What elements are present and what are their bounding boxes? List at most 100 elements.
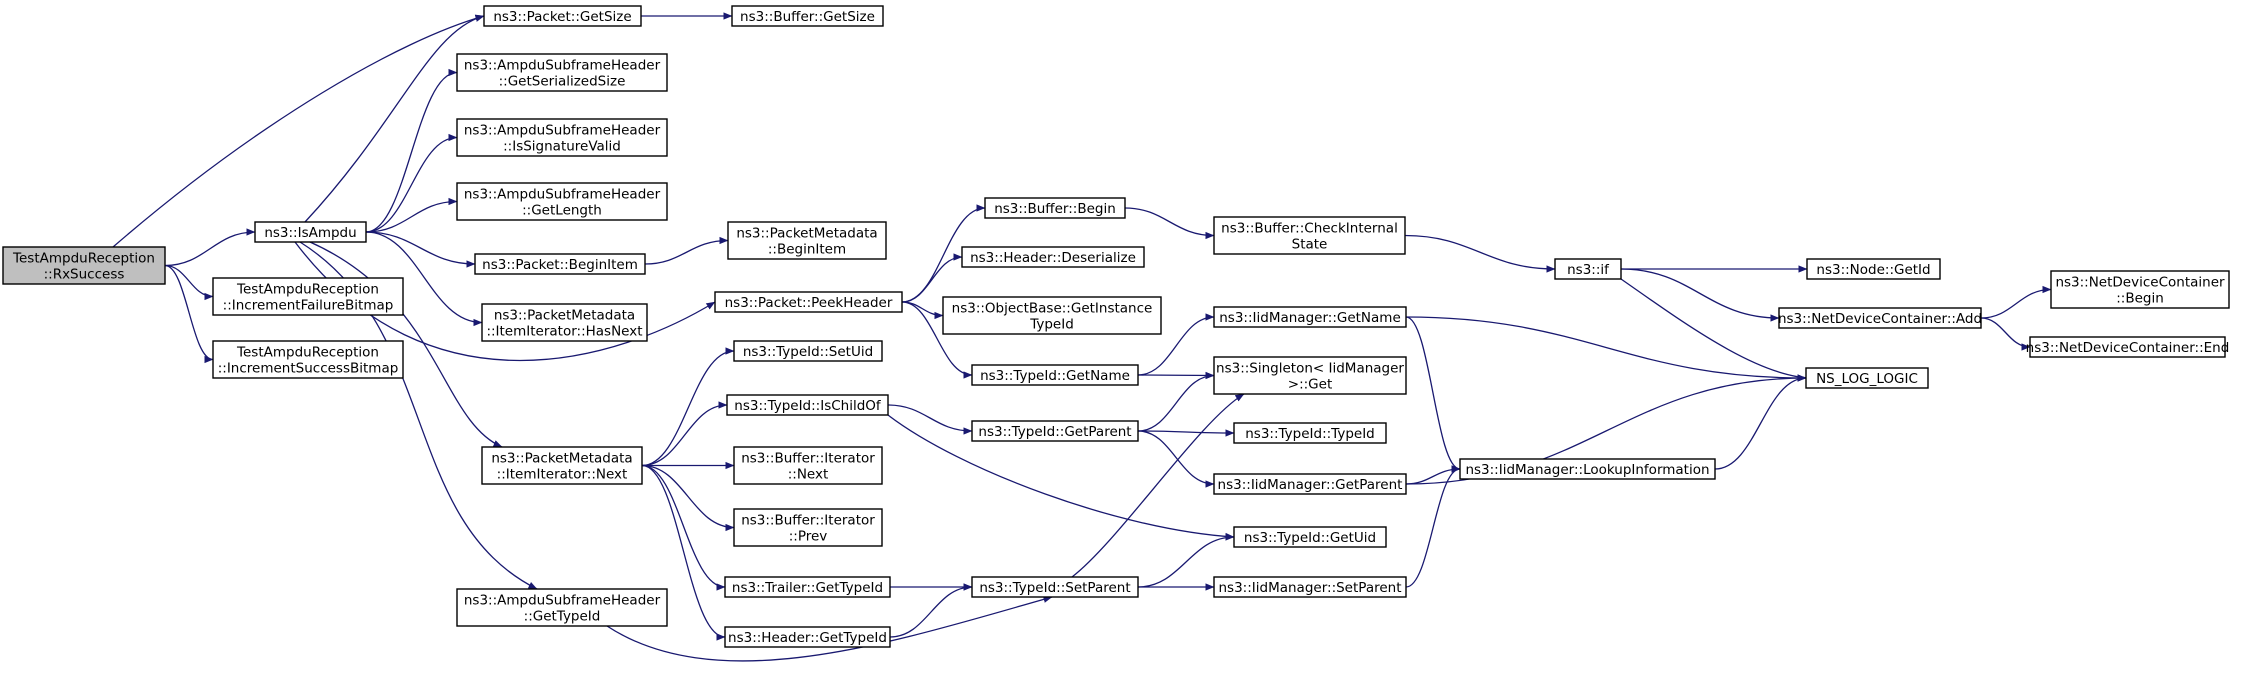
node-ns3-packet-getsize[interactable]: ns3::Packet::GetSize <box>483 5 642 27</box>
node-ns3-ampdusubframeheader-getserializedsize[interactable]: ns3::AmpduSubframeHeader::GetSerializedS… <box>456 53 668 92</box>
node-ns3-packet-peekheader[interactable]: ns3::Packet::PeekHeader <box>714 291 903 313</box>
node-label: ::IncrementFailureBitmap <box>223 298 394 314</box>
node-ns-log-logic[interactable]: NS_LOG_LOGIC <box>1805 367 1929 389</box>
node-label: ns3::PacketMetadata <box>736 226 877 242</box>
node-ns3-iidmanager-getname[interactable]: ns3::IidManager::GetName <box>1213 306 1407 328</box>
node-box <box>971 364 1139 386</box>
node-ns3-singleton-iidmanager-get[interactable]: ns3::Singleton< IidManager>::Get <box>1213 356 1407 395</box>
edge-root-to-pktgetsize <box>112 14 485 248</box>
edge-line <box>887 414 1235 541</box>
node-label: TestAmpduReception <box>236 345 379 361</box>
edge-isampdu-to-ashlen <box>365 197 458 233</box>
node-testampdureception-incrementfailurebitmap[interactable]: TestAmpduReception::IncrementFailureBitm… <box>212 277 404 316</box>
node-ns3-packet-beginitem[interactable]: ns3::Packet::BeginItem <box>474 253 646 275</box>
edge-ndcadd-to-ndcbegin <box>1980 285 2052 319</box>
node-label: >::Get <box>1288 377 1332 393</box>
node-label: ns3::Trailer::GetTypeId <box>732 580 883 596</box>
node-ns3-typeid-getuid[interactable]: ns3::TypeId::GetUid <box>1233 526 1387 548</box>
node-ns3-buffer-iterator-prev[interactable]: ns3::Buffer::Iterator::Prev <box>733 508 883 547</box>
edge-line <box>1137 371 1215 432</box>
edge-line <box>1405 316 1807 382</box>
node-ns3-netdevicecontainer-add[interactable]: ns3::NetDeviceContainer::Add <box>1778 307 1982 329</box>
node-box <box>971 420 1139 442</box>
edge-tidgetparent-to-iidgetparent <box>1137 430 1215 488</box>
edge-line <box>1137 371 1215 380</box>
node-testampdureception-incrementsuccessbitmap[interactable]: TestAmpduReception::IncrementSuccessBitm… <box>212 340 404 379</box>
node-box <box>942 296 1162 335</box>
node-box <box>1459 458 1716 480</box>
node-box <box>1213 216 1406 255</box>
edge-tidsetparent-to-singleton <box>1071 393 1245 578</box>
edge-ndcadd-to-ndcend <box>1980 317 2031 351</box>
node-label: ::BeginItem <box>768 242 846 258</box>
node-label: ::GetTypeId <box>524 609 601 625</box>
node-label: ::GetLength <box>522 203 602 219</box>
node-ns3-isampdu[interactable]: ns3::IsAmpdu <box>254 221 367 243</box>
edge-peek-to-tidgetname <box>901 301 973 379</box>
node-ns3-typeid-ischildof[interactable]: ns3::TypeId::IsChildOf <box>726 394 889 416</box>
edge-nsif-to-nslog <box>1620 278 1817 382</box>
node-ns3-iidmanager-lookupinformation[interactable]: ns3::IidManager::LookupInformation <box>1459 458 1716 480</box>
edge-root-to-incfail <box>164 264 214 301</box>
node-label: ns3::Singleton< IidManager <box>1216 361 1404 377</box>
node-label: ns3::AmpduSubframeHeader <box>464 58 661 74</box>
node-label: ::Begin <box>2116 291 2164 307</box>
node-ns3-iidmanager-getparent[interactable]: ns3::IidManager::GetParent <box>1213 473 1407 495</box>
nodes-layer: TestAmpduReception::RxSuccess ns3::IsAmpd… <box>2 5 2230 648</box>
edge-pmnext-to-headertid <box>641 464 726 641</box>
edge-isampdu-to-pktbegin <box>365 231 476 268</box>
node-ns3-netdevicecontainer-end[interactable]: ns3::NetDeviceContainer::End <box>2026 336 2230 358</box>
edge-line <box>1137 313 1215 376</box>
node-label: ns3::Buffer::Begin <box>994 201 1116 217</box>
node-box <box>733 446 883 485</box>
edge-tidischild-to-tidgetparent <box>887 404 973 435</box>
node-ns3-buffer-getsize[interactable]: ns3::Buffer::GetSize <box>731 5 884 27</box>
node-label: ns3::TypeId::GetParent <box>978 424 1131 440</box>
node-box <box>481 303 648 342</box>
node-label: ::IsSignatureValid <box>503 139 621 155</box>
node-ns3-packetmetadata-itemiterator-hasnext[interactable]: ns3::PacketMetadata::ItemIterator::HasNe… <box>481 303 648 342</box>
node-ns3-ampdusubframeheader-issignaturevalid[interactable]: ns3::AmpduSubframeHeader::IsSignatureVal… <box>456 118 668 157</box>
node-ns3-ampdusubframeheader-getlength[interactable]: ns3::AmpduSubframeHeader::GetLength <box>456 182 668 221</box>
node-ns3-packetmetadata-itemiterator-next[interactable]: ns3::PacketMetadata::ItemIterator::Next <box>481 446 643 485</box>
node-box <box>212 277 404 316</box>
node-ns3-typeid-setuid[interactable]: ns3::TypeId::SetUid <box>733 340 883 362</box>
node-ns3-netdevicecontainer-begin[interactable]: ns3::NetDeviceContainer::Begin <box>2050 270 2230 309</box>
node-box <box>2050 270 2230 309</box>
node-label: ns3::IidManager::SetParent <box>1219 580 1402 596</box>
node-testampdureception-rxsuccess[interactable]: TestAmpduReception::RxSuccess <box>2 246 166 285</box>
node-ns3-trailer-gettypeid[interactable]: ns3::Trailer::GetTypeId <box>724 576 891 598</box>
node-ns3-node-getid[interactable]: ns3::Node::GetId <box>1806 258 1941 280</box>
node-box <box>731 5 884 27</box>
node-box <box>961 246 1145 268</box>
node-ns3-typeid-typeid[interactable]: ns3::TypeId::TypeId <box>1233 422 1387 444</box>
node-ns3-if[interactable]: ns3::if <box>1554 258 1622 280</box>
node-box <box>1233 526 1387 548</box>
node-label: ns3::NetDeviceContainer::End <box>2026 340 2230 356</box>
node-ns3-buffer-begin[interactable]: ns3::Buffer::Begin <box>984 197 1126 219</box>
node-ns3-ampdusubframeheader-gettypeid[interactable]: ns3::AmpduSubframeHeader::GetTypeId <box>456 588 668 627</box>
edge-line <box>1405 465 1461 588</box>
node-ns3-iidmanager-setparent[interactable]: ns3::IidManager::SetParent <box>1213 576 1407 598</box>
node-ns3-header-gettypeid[interactable]: ns3::Header::GetTypeId <box>724 626 891 648</box>
node-box <box>212 340 404 379</box>
node-ns3-buffer-iterator-next[interactable]: ns3::Buffer::Iterator::Next <box>733 446 883 485</box>
node-box <box>2 246 166 285</box>
node-label: ns3::IidManager::LookupInformation <box>1465 462 1709 478</box>
node-ns3-typeid-getparent[interactable]: ns3::TypeId::GetParent <box>971 420 1139 442</box>
edge-line <box>901 301 973 379</box>
node-label: ns3::Header::GetTypeId <box>728 630 887 646</box>
node-ns3-packetmetadata-beginitem[interactable]: ns3::PacketMetadata::BeginItem <box>727 221 887 260</box>
node-ns3-header-deserialize[interactable]: ns3::Header::Deserialize <box>961 246 1145 268</box>
node-label: ns3::AmpduSubframeHeader <box>464 187 661 203</box>
node-ns3-typeid-setparent[interactable]: ns3::TypeId::SetParent <box>971 576 1139 598</box>
node-label: ::ItemIterator::Next <box>497 467 628 483</box>
edge-line <box>1620 278 1817 382</box>
node-label: NS_LOG_LOGIC <box>1816 371 1918 387</box>
node-ns3-typeid-getname[interactable]: ns3::TypeId::GetName <box>971 364 1139 386</box>
node-label: ns3::Buffer::Iterator <box>741 513 875 529</box>
node-label: ns3::ObjectBase::GetInstance <box>952 301 1153 317</box>
node-label: ns3::PacketMetadata <box>491 451 632 467</box>
